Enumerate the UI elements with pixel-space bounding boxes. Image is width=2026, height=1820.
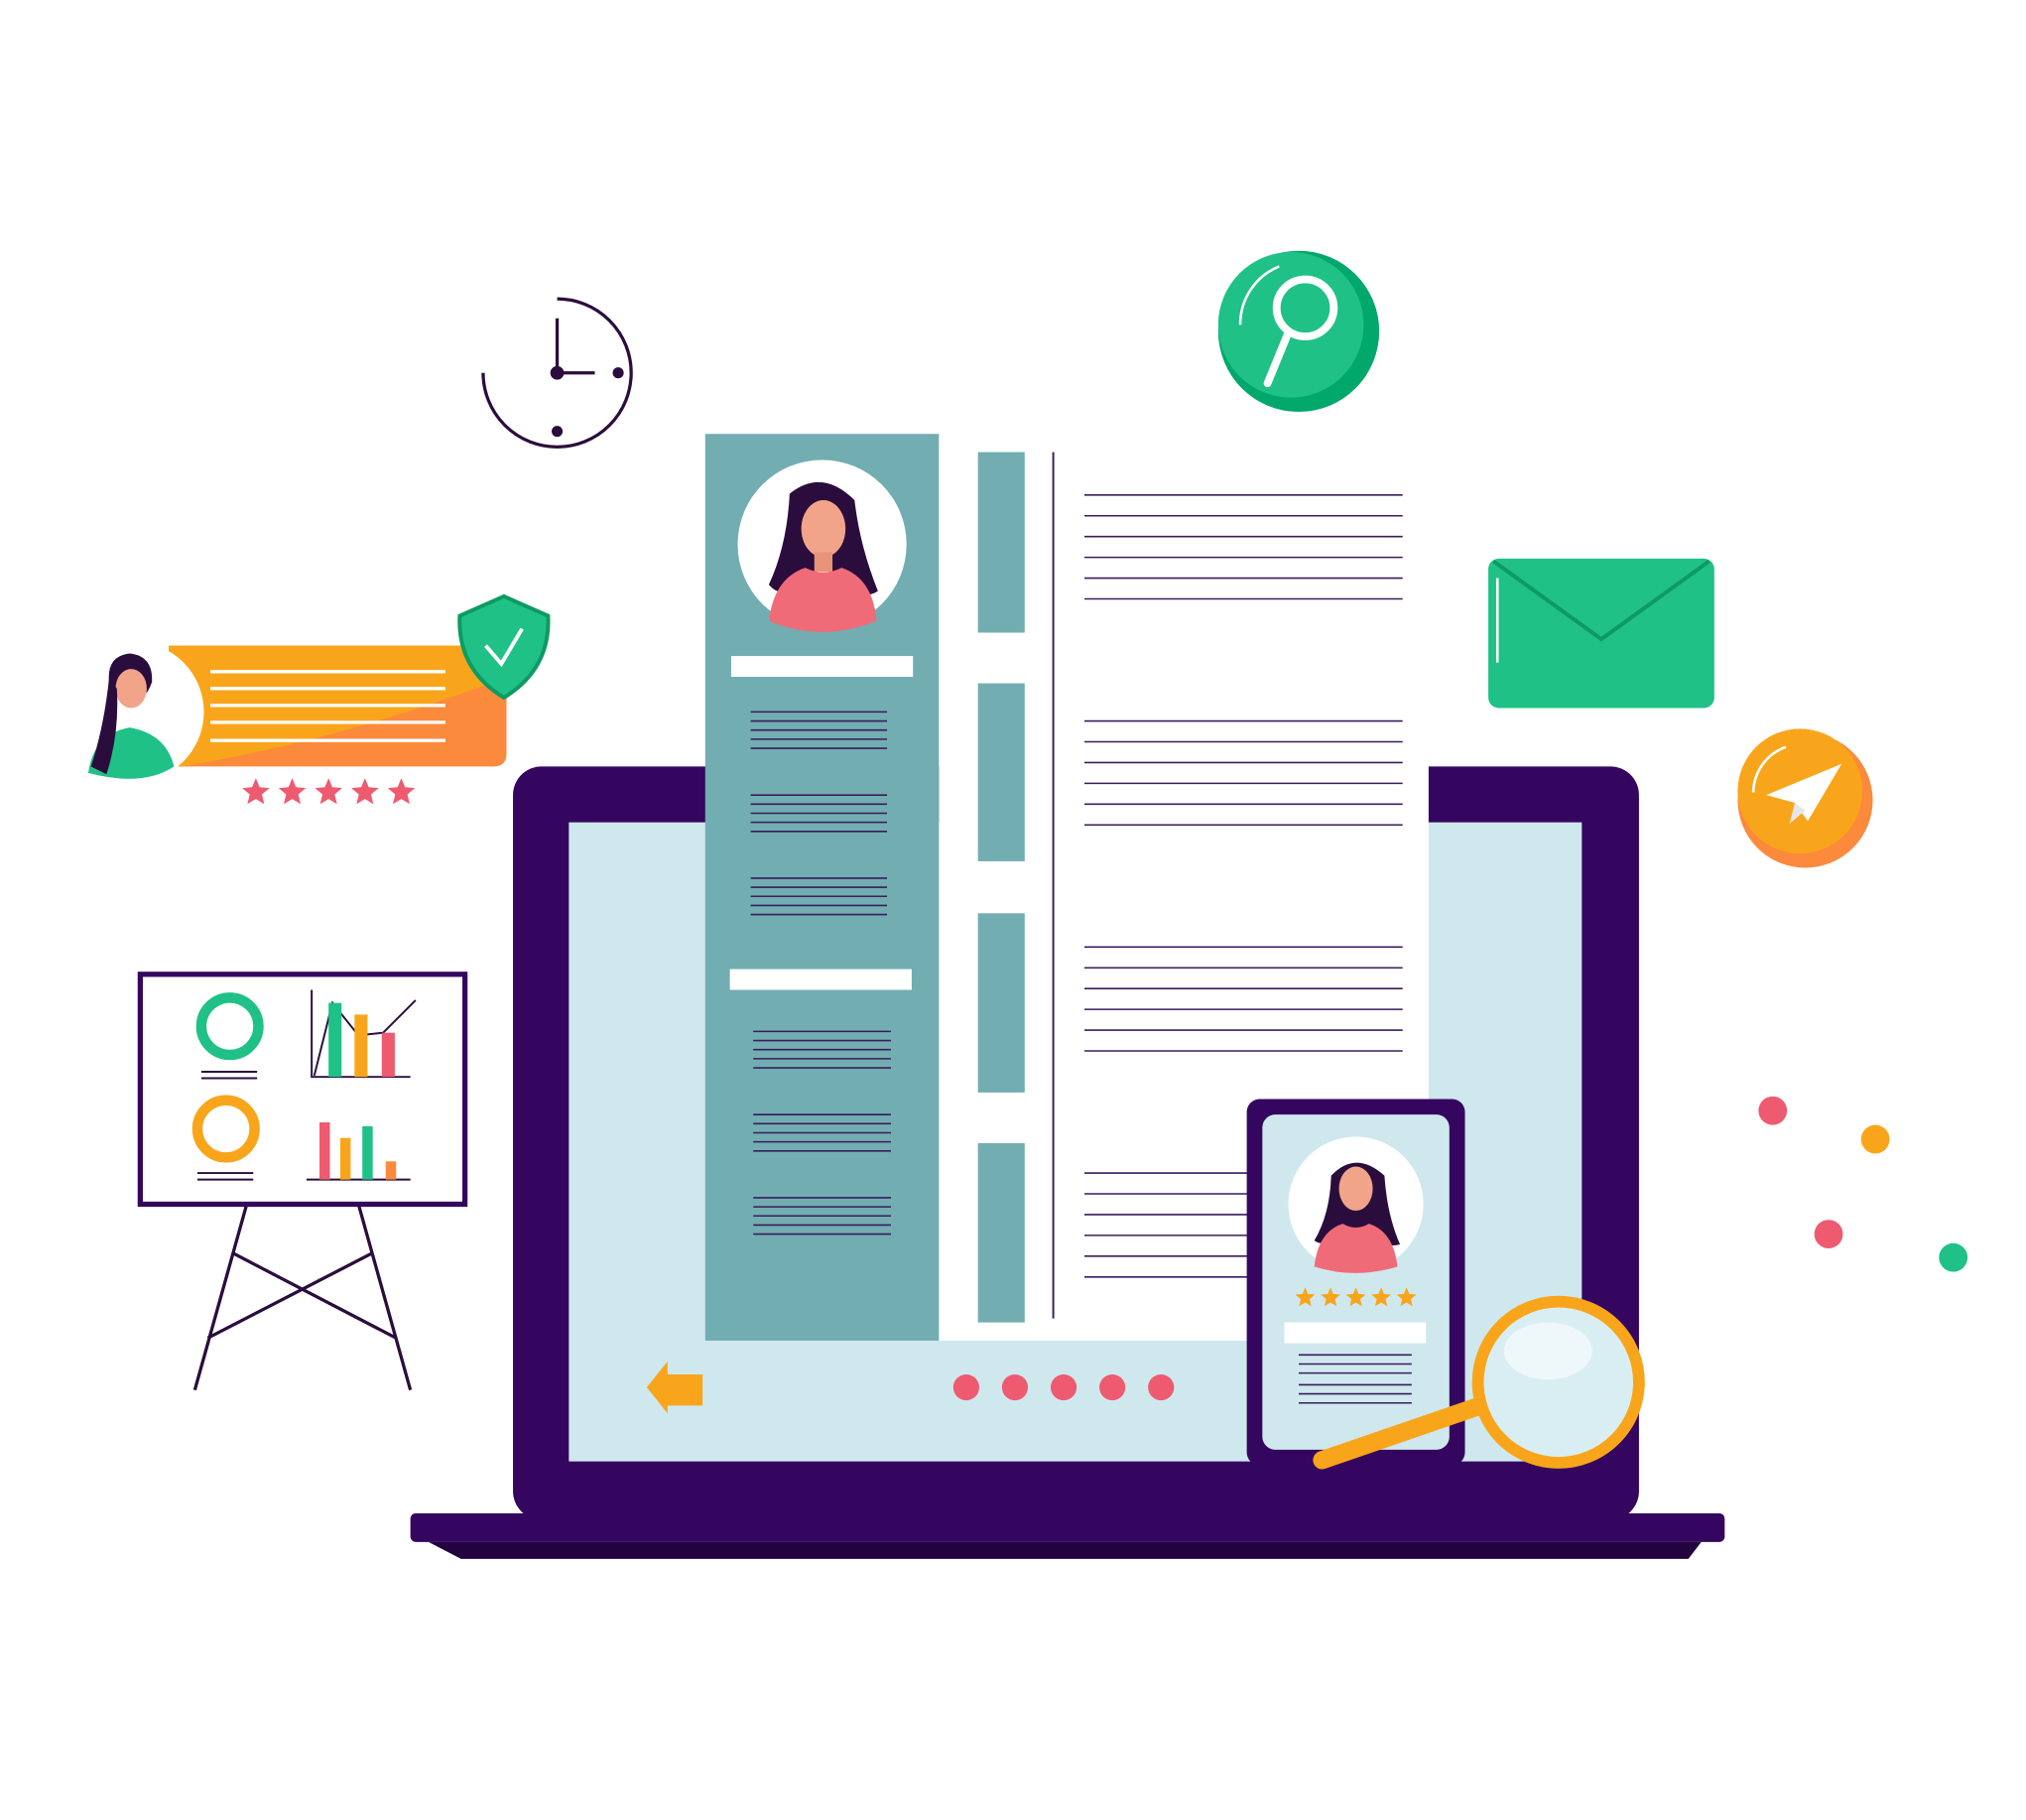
search-icon	[1217, 250, 1380, 413]
paper-plane-icon	[1737, 728, 1873, 868]
pagination-dot[interactable]	[1148, 1373, 1175, 1401]
avatar	[1288, 1136, 1424, 1273]
envelope-icon	[1488, 558, 1714, 709]
pagination-dots[interactable]	[952, 1373, 1175, 1401]
star-icon	[1321, 1287, 1340, 1307]
pagination-dot[interactable]	[952, 1373, 979, 1401]
star-icon	[242, 778, 270, 805]
star-icon	[1396, 1287, 1417, 1307]
avatar	[737, 459, 907, 632]
presentation-board-icon	[137, 972, 468, 1391]
review-card	[63, 593, 551, 805]
magnifier-icon	[1313, 1295, 1645, 1470]
pagination-dot[interactable]	[1050, 1373, 1077, 1401]
star-rating	[242, 778, 416, 805]
phone	[1246, 1099, 1465, 1466]
clock-icon	[481, 297, 633, 449]
star-icon	[1371, 1287, 1392, 1307]
shield-check-icon	[457, 593, 551, 701]
pagination-dot[interactable]	[1099, 1373, 1126, 1401]
star-icon	[1345, 1287, 1366, 1307]
star-icon	[1295, 1287, 1316, 1307]
decorative-dots	[1758, 1096, 1968, 1272]
pagination-dot[interactable]	[1001, 1373, 1029, 1401]
star-icon	[351, 778, 379, 805]
star-icon	[315, 778, 342, 805]
star-icon	[387, 778, 416, 805]
star-icon	[278, 778, 307, 805]
avatar	[63, 641, 204, 783]
star-rating	[1295, 1287, 1417, 1307]
